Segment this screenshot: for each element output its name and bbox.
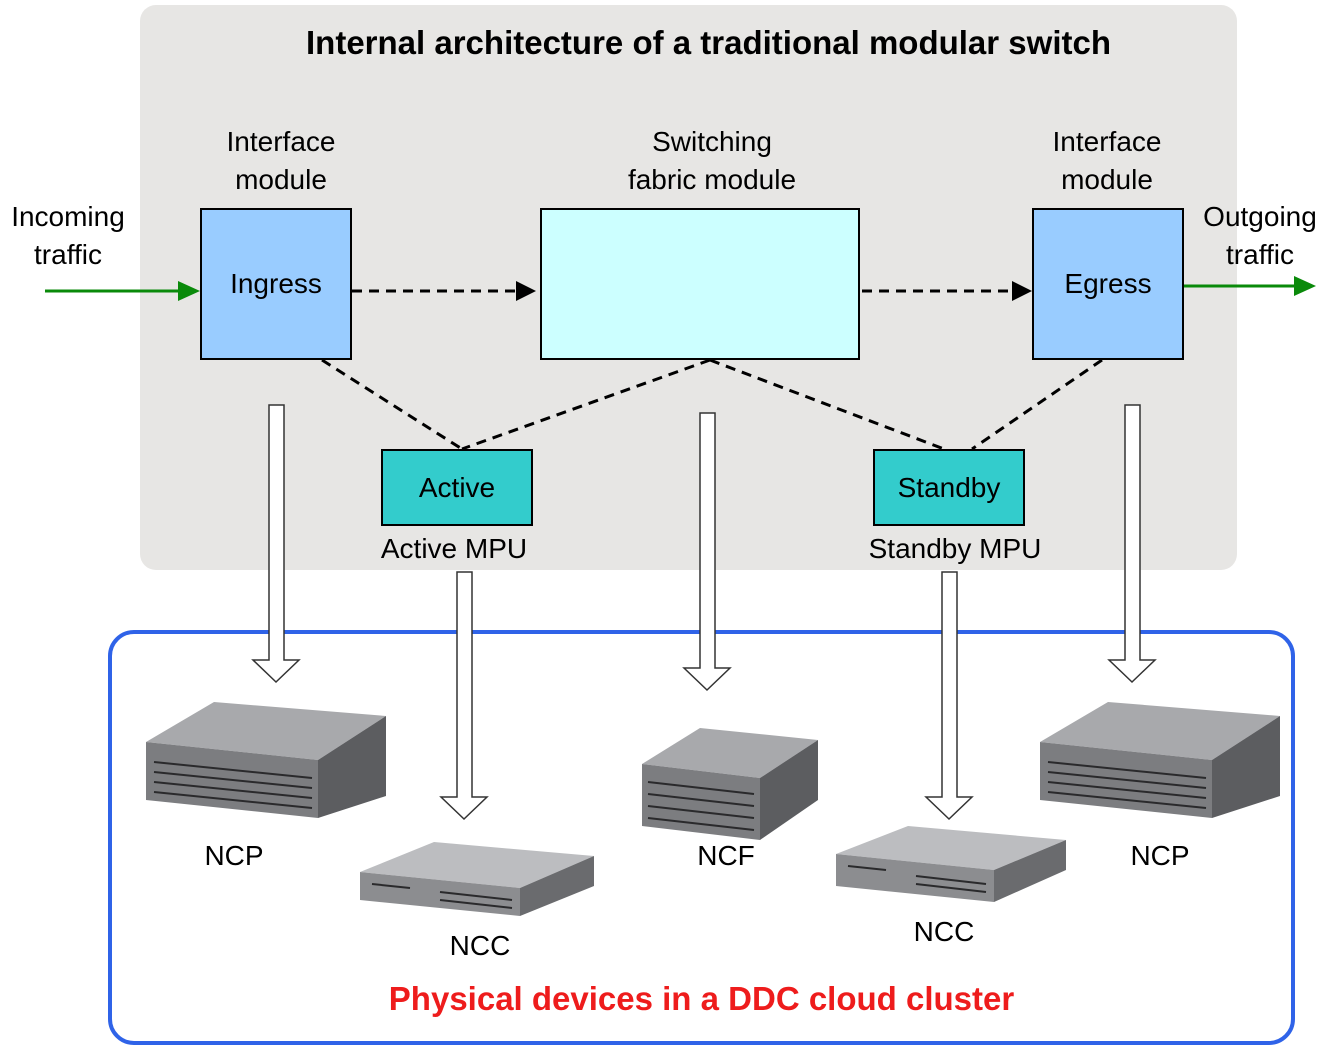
caption-line: Switching: [652, 126, 772, 157]
switching-fabric-box: [540, 208, 860, 360]
mpu-management-links: [321, 358, 1103, 451]
ingress-to-fabric-arrow: [352, 281, 536, 301]
caption-line: fabric module: [627, 164, 797, 195]
standby-mpu-label: Standby: [897, 471, 1001, 503]
ncp-device-right: [1040, 702, 1280, 818]
mapping-arrow-ingress-to-ncp: [251, 404, 301, 684]
mapping-arrow-fabric-to-ncf: [682, 412, 732, 692]
caption-line: Interface: [226, 126, 336, 157]
mapping-arrow-standby-to-ncc: [924, 571, 974, 821]
active-mpu-box: Active: [381, 449, 533, 526]
ncc-device-right: [836, 826, 1066, 902]
fabric-module-caption: Switching fabric module: [592, 123, 832, 199]
fabric-to-egress-arrow: [862, 281, 1032, 301]
label-line: traffic: [34, 239, 102, 270]
egress-label: Egress: [1064, 268, 1152, 299]
label-line: Incoming: [11, 201, 125, 232]
egress-box: Egress: [1032, 208, 1184, 360]
egress-module-caption: Interface module: [1026, 123, 1188, 199]
ncp-right-label: NCP: [1130, 840, 1190, 871]
ncc-right-label: NCC: [913, 916, 975, 947]
outgoing-traffic-arrow: [1184, 276, 1316, 296]
ncf-device: [642, 728, 818, 840]
label-line: traffic: [1226, 239, 1294, 270]
incoming-traffic-arrow: [45, 281, 200, 301]
standby-mpu-caption: Standby MPU: [868, 533, 1042, 564]
caption-line: module: [235, 164, 327, 195]
active-mpu-caption: Active MPU: [380, 533, 528, 564]
ingress-label: Ingress: [230, 268, 322, 299]
mapping-arrow-active-to-ncc: [439, 571, 489, 821]
caption-line: module: [1061, 164, 1153, 195]
outgoing-traffic-label: Outgoing traffic: [1190, 198, 1330, 274]
ncp-left-label: NCP: [204, 840, 264, 871]
cluster-title: Physical devices in a DDC cloud cluster: [388, 980, 1015, 1017]
ncc-device-left: [360, 842, 594, 916]
ncc-left-label: NCC: [449, 930, 511, 961]
ncf-label: NCF: [697, 840, 755, 871]
label-line: Outgoing: [1203, 201, 1317, 232]
active-mpu-label: Active: [418, 471, 496, 503]
ingress-box: Ingress: [200, 208, 352, 360]
ncp-device-left: [146, 702, 386, 818]
incoming-traffic-label: Incoming traffic: [0, 198, 136, 274]
ingress-module-caption: Interface module: [200, 123, 362, 199]
standby-mpu-box: Standby: [873, 449, 1025, 526]
mapping-arrow-egress-to-ncp: [1107, 404, 1157, 684]
diagram-title: Internal architecture of a traditional m…: [306, 24, 1111, 61]
caption-line: Interface: [1052, 126, 1162, 157]
